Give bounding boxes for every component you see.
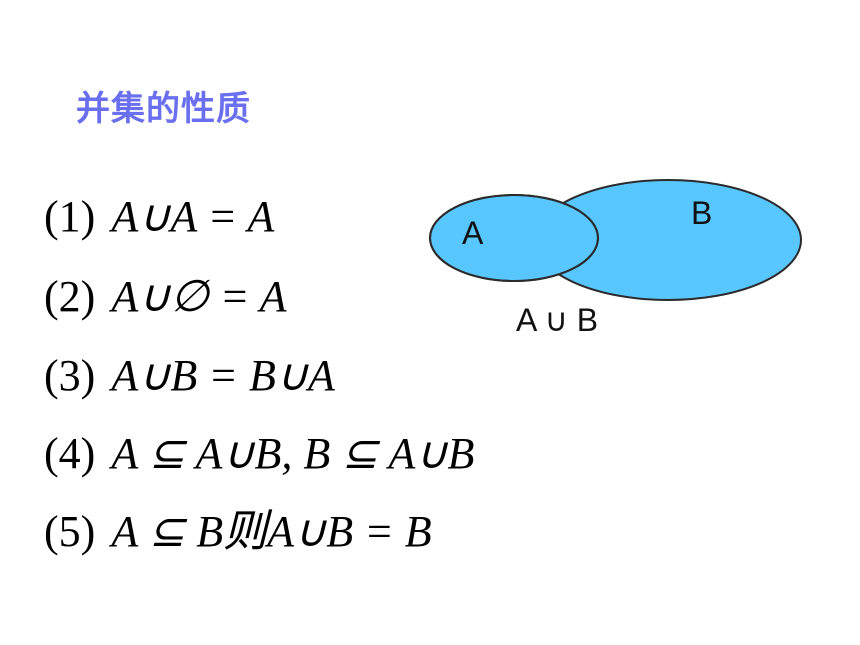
property-4-expression: A ⊆ A∪B, B ⊆ A∪B [111, 429, 475, 478]
property-5-number: (5) [44, 507, 96, 556]
property-4-number: (4) [44, 429, 96, 478]
slide-title: 并集的性质 [76, 89, 251, 129]
property-2: (2) A∪∅ = A [44, 275, 287, 319]
property-3-number: (3) [44, 351, 96, 400]
property-5: (5) A ⊆ B则A∪B = B [44, 510, 432, 554]
set-a-outline [429, 194, 599, 282]
property-3-expression: A∪B = B∪A [111, 351, 335, 400]
property-1: (1) A∪A = A [44, 195, 274, 239]
label-a: A [462, 215, 484, 251]
label-b: B [691, 195, 712, 231]
property-1-number: (1) [44, 192, 96, 241]
property-2-number: (2) [44, 272, 96, 321]
venn-diagram: A B A ∪ B [429, 179, 802, 338]
property-5-expression: A ⊆ B则A∪B = B [111, 507, 432, 556]
union-caption: A ∪ B [516, 302, 598, 338]
property-2-expression: A∪∅ = A [111, 272, 287, 321]
property-4: (4) A ⊆ A∪B, B ⊆ A∪B [44, 432, 474, 476]
property-3: (3) A∪B = B∪A [44, 354, 335, 398]
property-1-expression: A∪A = A [111, 192, 275, 241]
